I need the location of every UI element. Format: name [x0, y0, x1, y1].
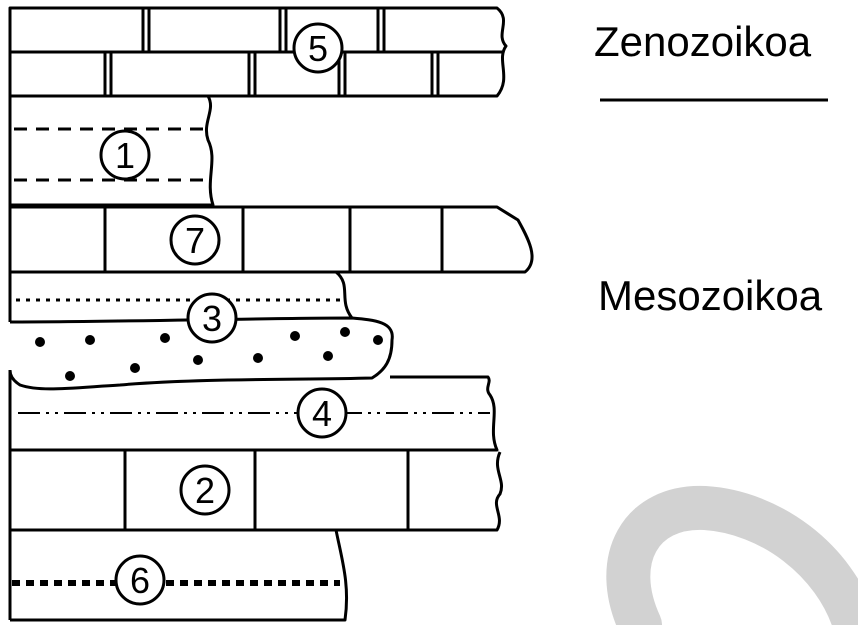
layer-label-3: 3	[186, 292, 238, 344]
layer-number-2: 2	[195, 470, 215, 511]
layer-label-2: 2	[179, 464, 231, 516]
layer-label-5: 5	[292, 22, 344, 74]
layer-7-blocks	[8, 205, 534, 274]
era-label-mesozoikoa: Mesozoikoa	[598, 272, 823, 319]
layer-label-1: 1	[99, 129, 151, 181]
watermark-arc	[606, 485, 858, 630]
layer-2-blocks	[8, 450, 503, 532]
layer-5-bricks	[8, 6, 508, 98]
layer-number-6: 6	[130, 560, 150, 601]
layer-label-6: 6	[114, 554, 166, 606]
layer-dotted-sandstone	[8, 316, 394, 391]
layer-labels: 5 1 7 3 4 2 6	[99, 22, 348, 606]
layer-number-7: 7	[185, 220, 205, 261]
layer-3-dotted-line	[8, 270, 354, 322]
layer-4-dash-dot	[8, 370, 499, 452]
layer-label-4: 4	[296, 387, 348, 439]
layer-number-4: 4	[312, 393, 332, 434]
layer-6-heavy-dotted	[8, 529, 349, 622]
layer-label-7: 7	[169, 214, 221, 266]
layer-1-dashed	[8, 95, 215, 207]
era-label-zenozoikoa: Zenozoikoa	[594, 18, 812, 65]
sandstone-dots	[35, 327, 383, 381]
layer-number-1: 1	[115, 135, 135, 176]
layer-number-5: 5	[308, 28, 328, 69]
layer-number-3: 3	[202, 298, 222, 339]
